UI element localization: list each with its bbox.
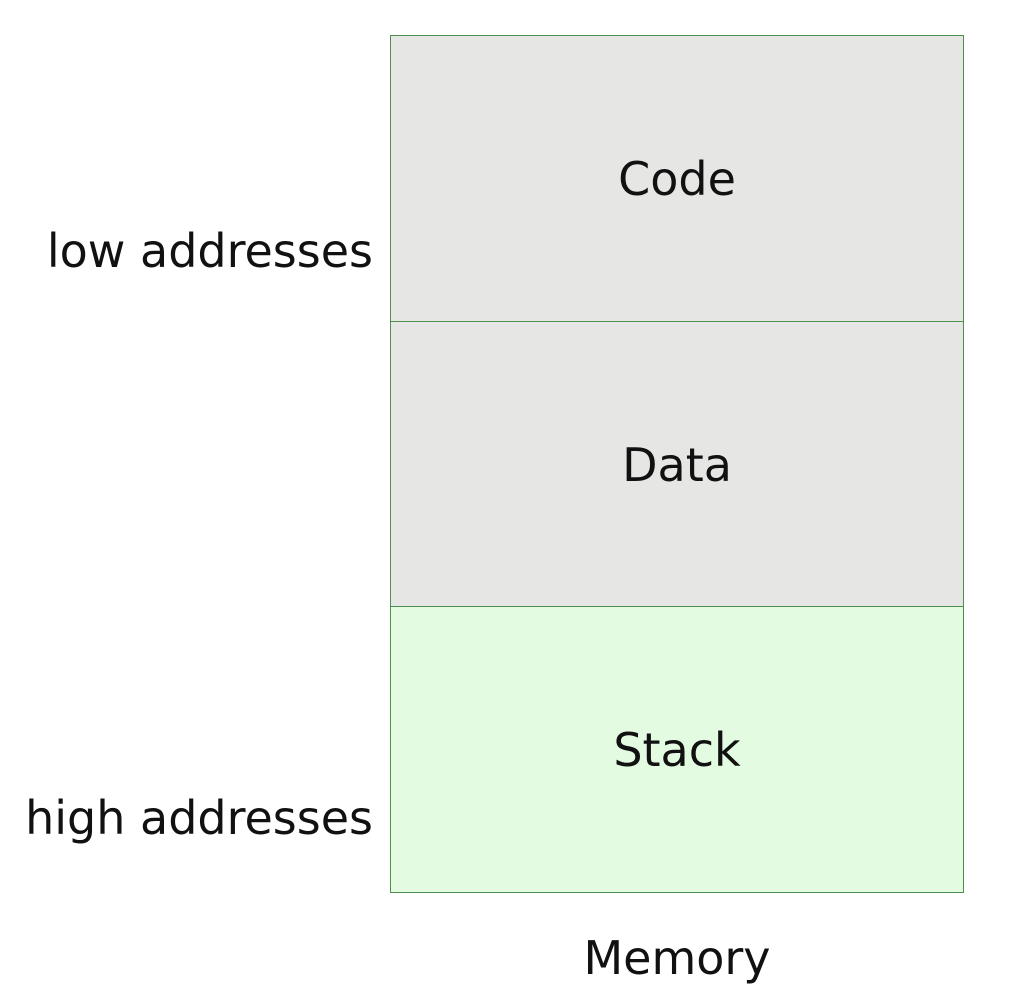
high-addresses-label: high addresses [25, 791, 373, 845]
data-segment-label: Data [622, 437, 732, 492]
memory-block: Code Data Stack [390, 35, 964, 893]
stack-segment-label: Stack [613, 723, 741, 778]
stack-segment: Stack [391, 606, 963, 893]
low-addresses-label: low addresses [46, 224, 373, 278]
code-segment: Code [391, 36, 963, 321]
data-segment: Data [391, 320, 963, 607]
code-segment-label: Code [618, 152, 736, 206]
memory-caption: Memory [583, 931, 771, 985]
